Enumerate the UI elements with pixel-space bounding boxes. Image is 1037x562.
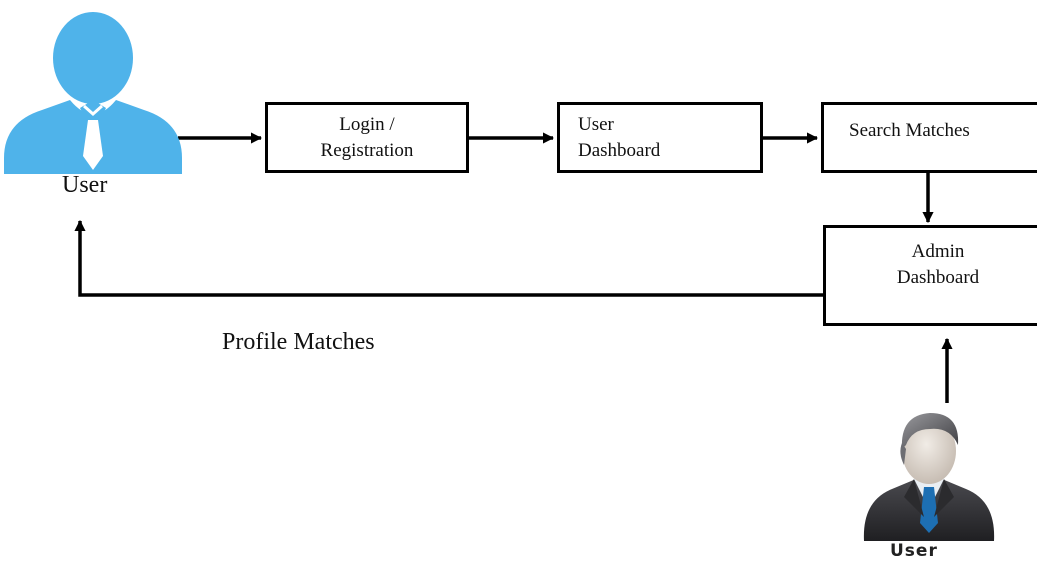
search-matches-node-label: Search Matches xyxy=(849,120,970,141)
arrow-admin-to-user xyxy=(74,219,823,297)
user-dashboard-node-line2: Dashboard xyxy=(578,140,661,161)
login-registration-node: Login / Registration xyxy=(265,102,469,173)
login-node-line1: Login / xyxy=(339,114,395,135)
user-silhouette-icon xyxy=(4,12,182,174)
admin-dashboard-node-line1: Admin xyxy=(911,241,965,262)
admin-dashboard-node: Admin Dashboard xyxy=(823,225,1037,326)
search-matches-node: Search Matches xyxy=(821,102,1037,173)
admin-dashboard-node-line2: Dashboard xyxy=(896,267,980,288)
login-node-line2: Registration xyxy=(320,140,414,161)
user-dashboard-node-line1: User xyxy=(578,114,614,135)
businessman-icon xyxy=(863,413,995,541)
user-actor-label: User xyxy=(62,172,108,198)
profile-matches-edge-label: Profile Matches xyxy=(222,329,375,355)
user-dashboard-node: User Dashboard xyxy=(557,102,763,173)
admin-user-actor-label: User xyxy=(890,541,938,561)
